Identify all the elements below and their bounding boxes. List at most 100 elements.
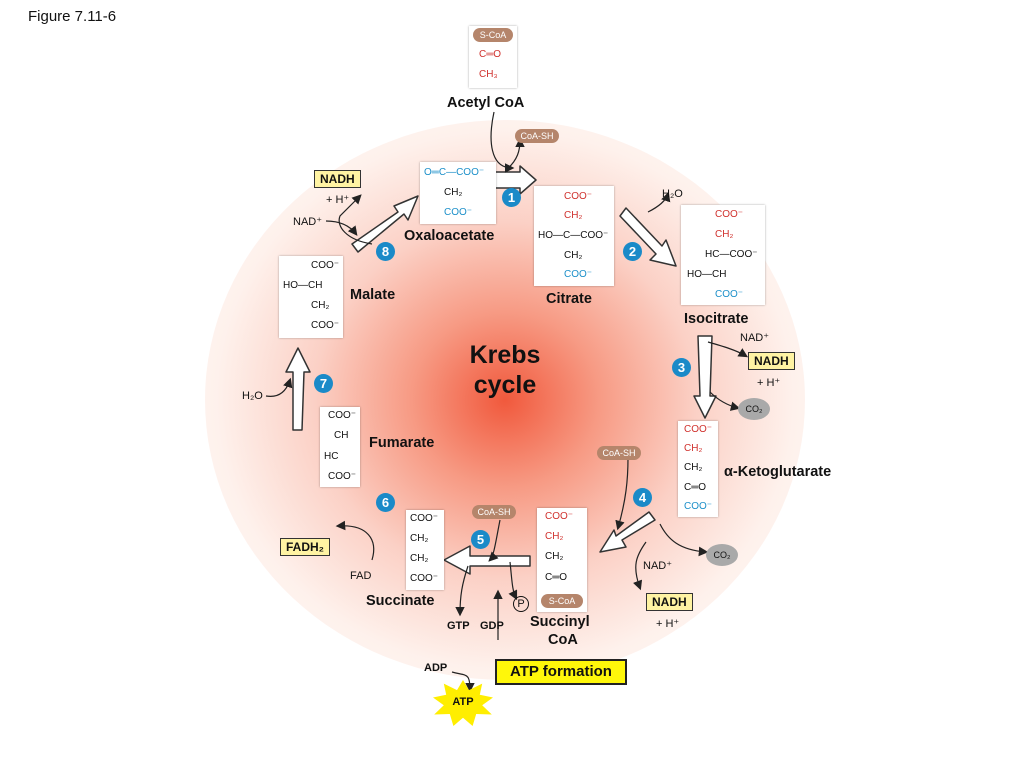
structure-line: HO—CH <box>283 280 323 291</box>
structure-line: COO⁻ <box>328 471 357 482</box>
structure-line: COO⁻ <box>328 410 357 421</box>
structure-line: HC—COO⁻ <box>705 249 758 260</box>
cycle-arrow-8 <box>351 195 419 253</box>
step-badge-8: 8 <box>376 242 395 261</box>
s-coa-pill: S-CoA <box>541 594 583 608</box>
malate-structure: COO⁻ HO—CH CH₂ COO⁻ <box>279 256 343 338</box>
co2-bubble-step4: CO₂ <box>706 544 738 566</box>
nad-plus-step4: NAD⁺ <box>643 560 673 572</box>
structure-line: CH₃ <box>479 69 498 80</box>
structure-line: COO⁻ <box>715 289 744 300</box>
structure-line: CH₂ <box>564 250 583 261</box>
cycle-arrow-7 <box>285 347 311 431</box>
figure-label: Figure 7.11-6 <box>28 8 117 25</box>
alpha-ketoglutarate-label: α-Ketoglutarate <box>724 464 832 480</box>
adp-label: ADP <box>424 662 448 674</box>
atp-formation-box: ATP formation <box>495 659 627 685</box>
succinate-structure: COO⁻ CH₂ CH₂ COO⁻ <box>406 510 444 590</box>
structure-line: COO⁻ <box>311 320 340 331</box>
structure-line: CH₂ <box>684 443 703 454</box>
step-badge-5: 5 <box>471 530 490 549</box>
structure-line: CH₂ <box>564 210 583 221</box>
structure-line: COO⁻ <box>564 269 593 280</box>
succinyl-coa-label-line1: Succinyl <box>530 614 590 630</box>
structure-line: C═O <box>479 49 502 60</box>
isocitrate-structure: COO⁻ CH₂ HC—COO⁻ HO—CH COO⁻ <box>681 205 765 305</box>
h2o-step2: H₂O <box>662 188 683 200</box>
nad-plus-step3: NAD⁺ <box>740 332 770 344</box>
structure-line: COO⁻ <box>444 207 473 218</box>
structure-line: COO⁻ <box>684 501 713 512</box>
structure-line: CH₂ <box>545 531 564 542</box>
structure-line: CH₂ <box>684 462 703 473</box>
step-badge-4: 4 <box>633 488 652 507</box>
step-badge-6: 6 <box>376 493 395 512</box>
citrate-label: Citrate <box>546 291 592 307</box>
structure-line: COO⁻ <box>545 511 574 522</box>
coa-sh-pill-5: CoA-SH <box>472 505 516 519</box>
oxaloacetate-label: Oxaloacetate <box>404 228 495 244</box>
cycle-arrow-5 <box>443 545 531 575</box>
citrate-structure: COO⁻ CH₂ HO—C—COO⁻ CH₂ COO⁻ <box>534 186 614 286</box>
structure-line: HO—CH <box>687 269 727 280</box>
fumarate-structure: COO⁻ CH HC COO⁻ <box>320 407 360 487</box>
acetyl-coa-structure: S-CoA C═O CH₃ <box>469 26 517 88</box>
succinyl-coa-structure: COO⁻ CH₂ CH₂ C═O S-CoA <box>537 508 587 612</box>
step-badge-7: 7 <box>314 374 333 393</box>
structure-line: CH₂ <box>715 229 734 240</box>
nadh-box-step3: NADH <box>748 352 795 370</box>
nadh-box-step8: NADH <box>314 170 361 188</box>
structure-line: COO⁻ <box>564 191 593 202</box>
h2o-step7: H₂O <box>242 390 263 402</box>
structure-line: COO⁻ <box>684 424 713 435</box>
structure-line: COO⁻ <box>311 260 340 271</box>
structure-line: HO—C—COO⁻ <box>538 230 609 241</box>
structure-line: C═O <box>684 482 707 493</box>
krebs-title-line1: Krebs <box>469 341 541 369</box>
structure-line: COO⁻ <box>715 209 744 220</box>
step-badge-1: 1 <box>502 188 521 207</box>
succinate-label: Succinate <box>366 593 435 609</box>
structure-line: CH₂ <box>545 551 564 562</box>
krebs-title-line2: cycle <box>473 371 537 399</box>
step-badge-2: 2 <box>623 242 642 261</box>
isocitrate-label: Isocitrate <box>684 311 749 327</box>
nadh-box-step4: NADH <box>646 593 693 611</box>
h-plus-step4: + H⁺ <box>656 618 680 630</box>
cycle-arrow-4 <box>599 511 656 553</box>
structure-line: COO⁻ <box>410 573 439 584</box>
nad-plus-step8: NAD⁺ <box>293 216 323 228</box>
structure-line: HC <box>324 451 339 462</box>
structure-line: CH₂ <box>410 553 429 564</box>
structure-line: CH₂ <box>311 300 330 311</box>
co2-bubble-step3: CO₂ <box>738 398 770 420</box>
alpha-ketoglutarate-structure: COO⁻ CH₂ CH₂ C═O COO⁻ <box>678 421 718 517</box>
structure-line: C═O <box>545 572 568 583</box>
fad-label: FAD <box>350 570 372 582</box>
succinyl-coa-label-line2: CoA <box>548 632 578 648</box>
oxaloacetate-structure: O═C—COO⁻ CH₂ COO⁻ <box>420 162 496 224</box>
h-plus-step3: + H⁺ <box>757 377 781 389</box>
h-plus-step8: + H⁺ <box>326 194 350 206</box>
coa-sh-pill-4: CoA-SH <box>597 446 641 460</box>
acetyl-coa-label: Acetyl CoA <box>447 95 525 111</box>
gtp-label: GTP <box>447 620 470 632</box>
krebs-cycle-title: Krebs cycle <box>450 340 560 400</box>
s-coa-pill: S-CoA <box>473 28 513 42</box>
atp-label: ATP <box>452 696 474 708</box>
fadh2-box: FADH₂ <box>280 538 330 556</box>
cycle-arrow-3 <box>693 335 717 419</box>
step-badge-3: 3 <box>672 358 691 377</box>
gdp-label: GDP <box>480 620 504 632</box>
structure-line: CH₂ <box>444 187 463 198</box>
structure-line: CH <box>334 430 349 441</box>
cycle-arrow-2 <box>619 207 677 267</box>
malate-label: Malate <box>350 287 396 303</box>
structure-line: CH₂ <box>410 533 429 544</box>
structure-line: O═C—COO⁻ <box>424 167 485 178</box>
phosphate-circle: P <box>513 596 529 612</box>
coa-sh-pill-1: CoA-SH <box>515 129 559 143</box>
fumarate-label: Fumarate <box>369 435 435 451</box>
structure-line: COO⁻ <box>410 513 439 524</box>
